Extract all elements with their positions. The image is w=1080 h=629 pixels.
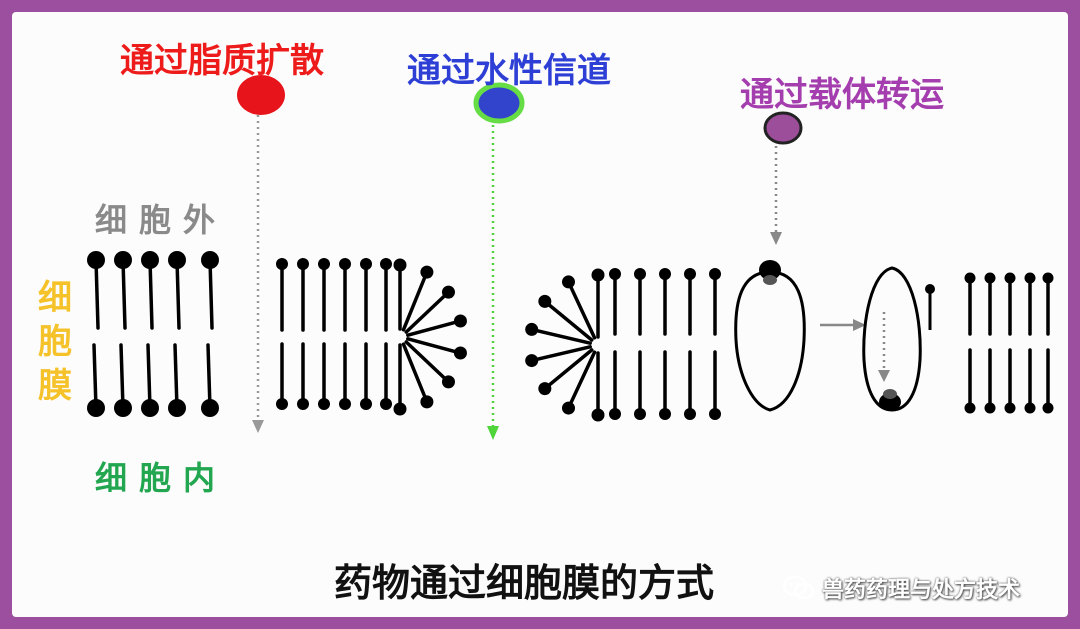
carrier-transport-label: 通过载体转运: [740, 75, 944, 115]
lipid-bilayers: [87, 251, 1054, 422]
lipid-diffusion-label: 通过脂质扩散: [120, 41, 324, 81]
carrier-exit-arrow: [878, 312, 890, 382]
carrier-protein-open: [734, 260, 806, 412]
intracellular-label: 细胞内: [95, 459, 228, 497]
carrier-entry-arrow: [770, 146, 782, 245]
lipid-drug-particle: [237, 75, 285, 115]
wechat-icon: [782, 575, 815, 600]
extracellular-label: 细胞外: [95, 201, 228, 239]
carrier-drug-particle: [763, 111, 803, 145]
figure-caption: 药物通过细胞膜的方式: [334, 561, 715, 605]
water-channel-label: 通过水性信道: [407, 51, 611, 91]
watermark: 兽药药理与处方技术: [782, 572, 1020, 604]
water-channel-arrow: [487, 125, 499, 440]
lipid-diffusion-arrow: [252, 115, 264, 433]
diagram-canvas: 通过脂质扩散 通过水性信道 通过载体转运 细胞外 细胞内 细胞膜 药物通过细胞膜…: [12, 12, 1068, 617]
membrane-diagram: [87, 75, 1054, 440]
carrier-transition-arrow: [820, 319, 866, 331]
water-drug-particle: [473, 82, 525, 124]
watermark-text: 兽药药理与处方技术: [822, 578, 1021, 603]
membrane-label: 细胞膜: [38, 278, 72, 406]
carrier-protein-closed: [862, 266, 935, 412]
